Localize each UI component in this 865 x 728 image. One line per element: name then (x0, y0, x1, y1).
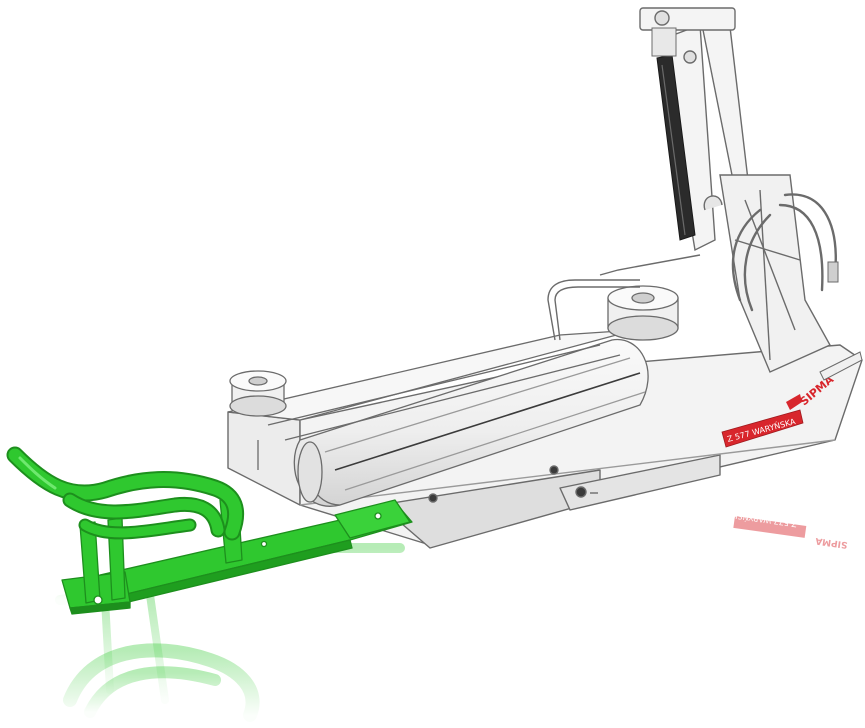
hydraulic-hoses (731, 193, 839, 312)
green-hitch-handle (6, 446, 245, 541)
decal-reflection: Z 577 WARYŃSKA SIPMA (726, 510, 848, 550)
film-roller (293, 338, 649, 507)
reflection-brand-text: SIPMA (815, 535, 848, 549)
right-guide-roller (607, 285, 679, 341)
left-guide-roller (229, 370, 287, 417)
hydraulic-cylinder (651, 27, 696, 241)
support-arch (547, 254, 701, 341)
